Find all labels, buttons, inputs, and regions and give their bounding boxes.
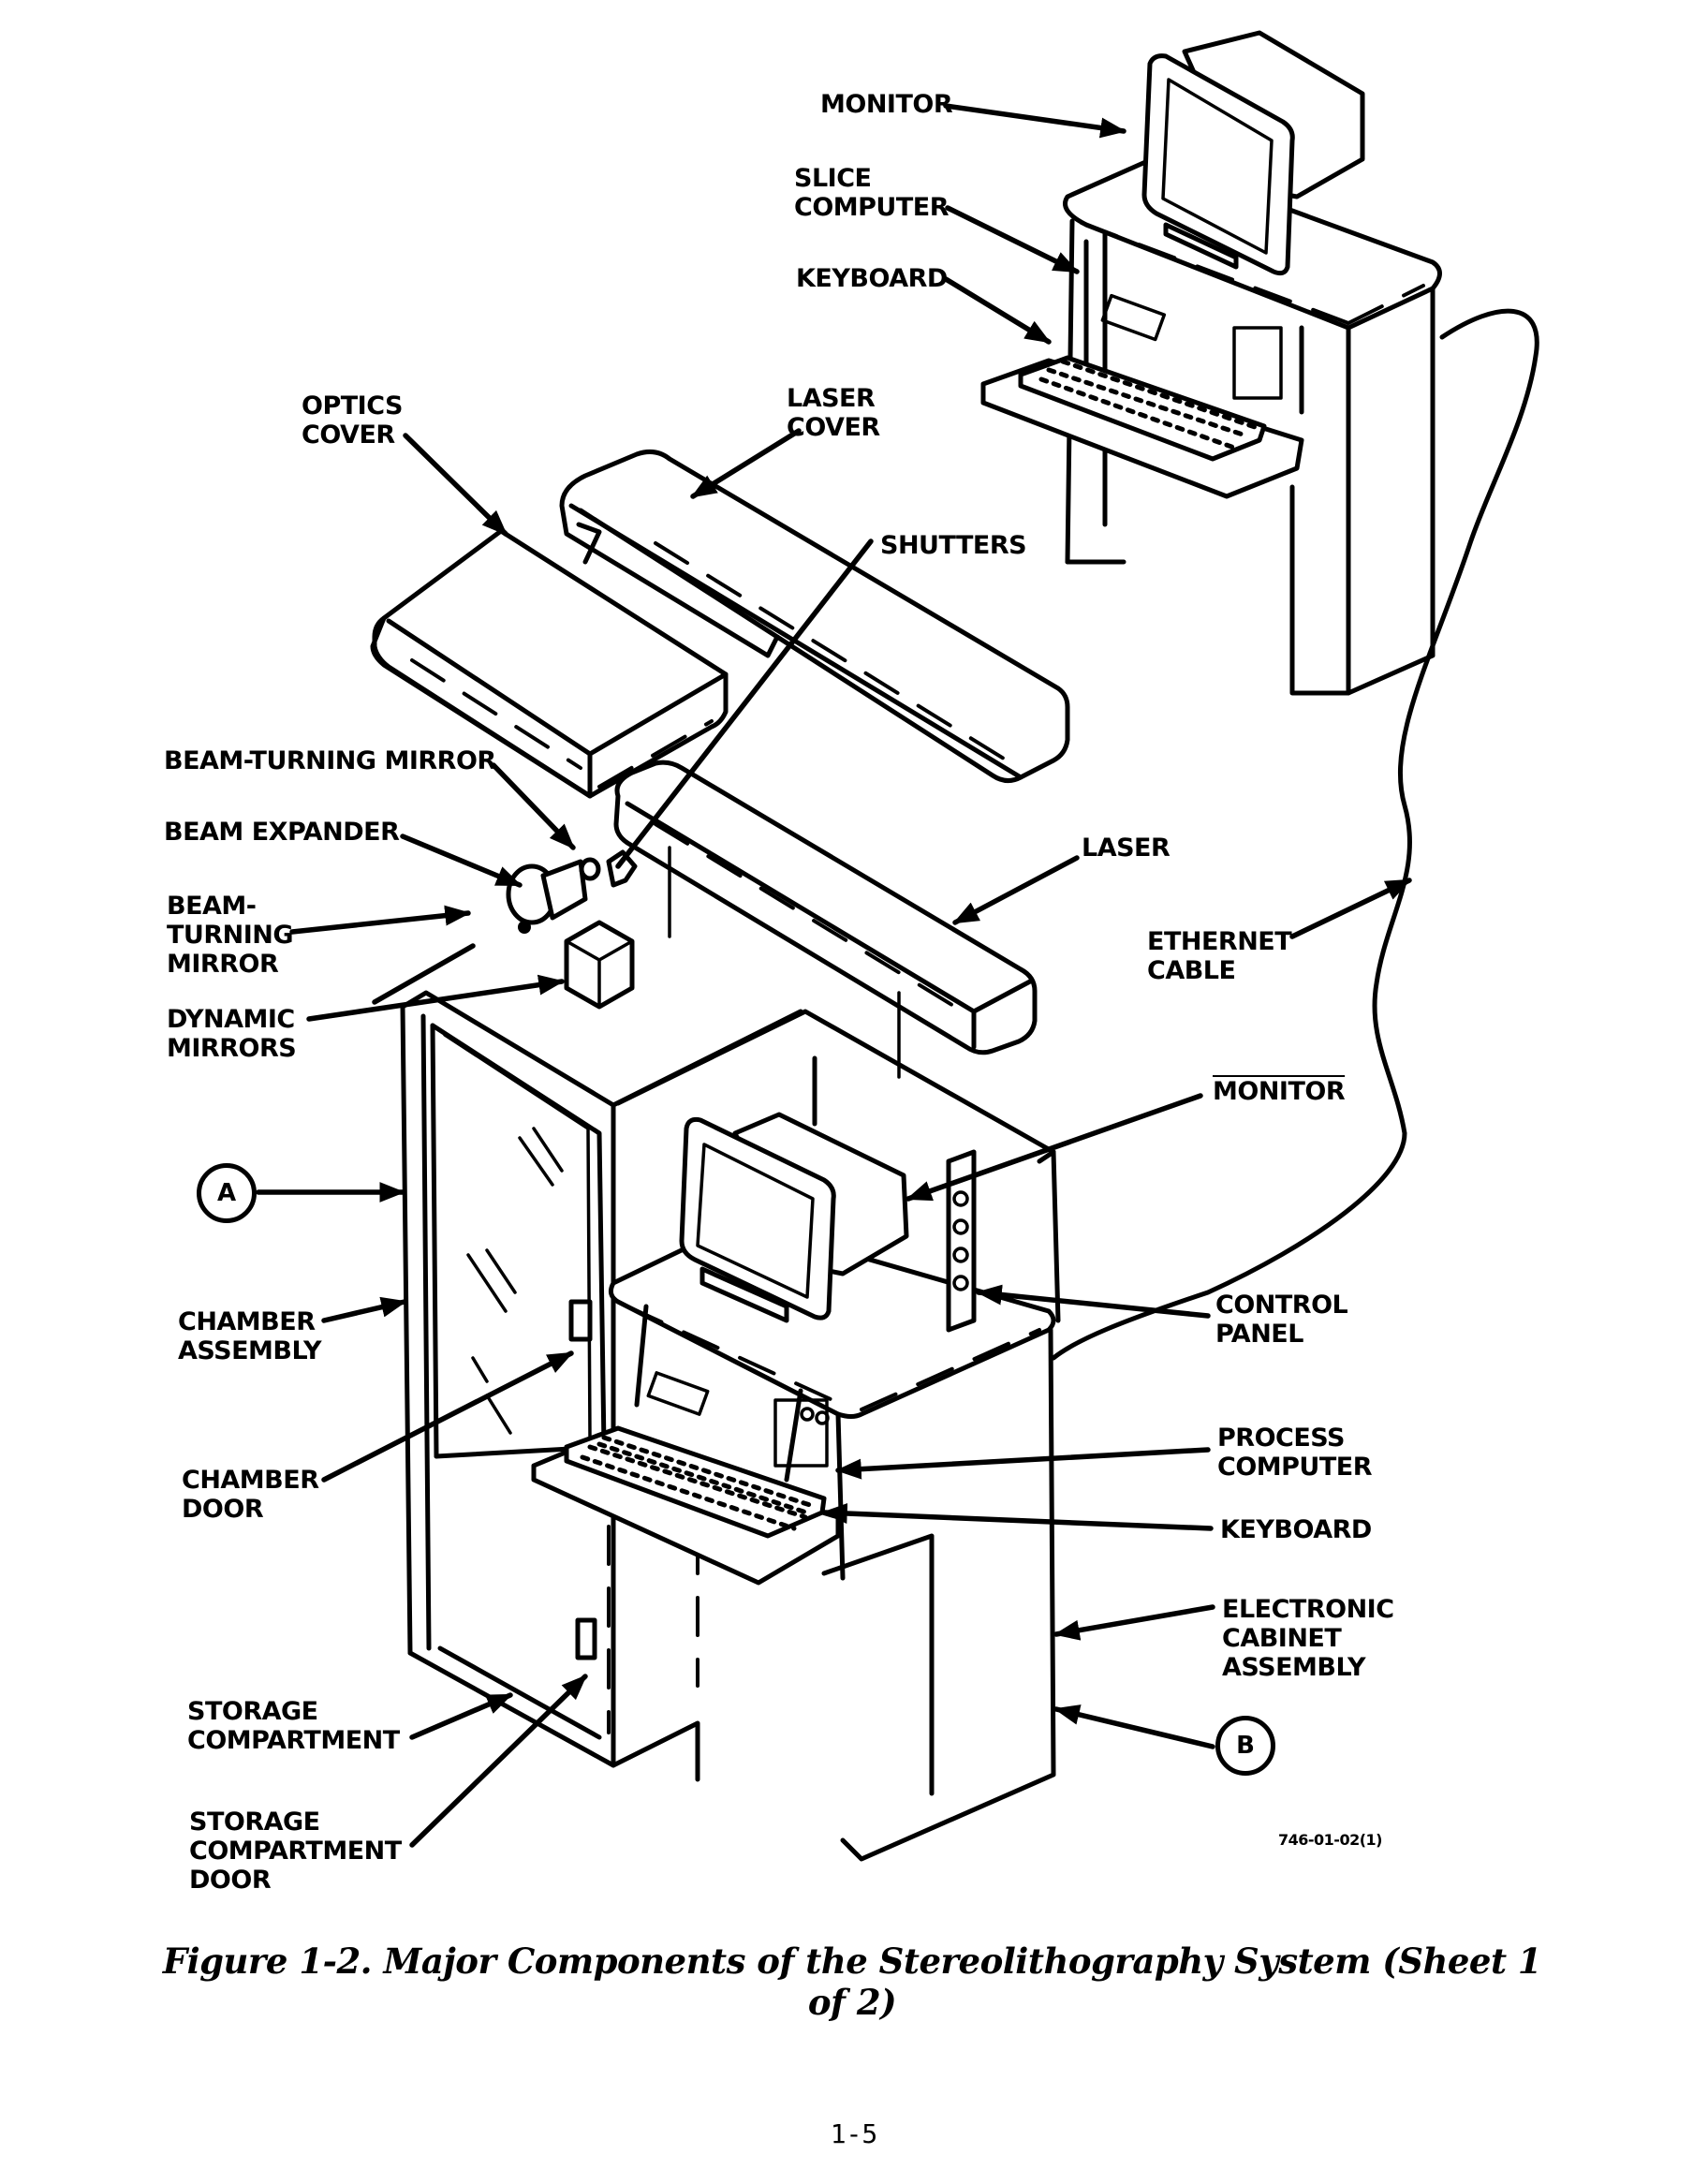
label-beam-turning-mirror-left: BEAM- TURNING MIRROR: [167, 892, 293, 979]
chamber-door-frame: [433, 1025, 604, 1456]
leader-process-computer: [838, 1450, 1208, 1470]
callout-b: B: [1215, 1716, 1275, 1776]
label-chamber-assembly: CHAMBER ASSEMBLY: [178, 1307, 321, 1365]
label-monitor-process: MONITOR: [1213, 1077, 1345, 1106]
label-process-computer: PROCESS COMPUTER: [1217, 1424, 1372, 1482]
label-beam-expander: BEAM EXPANDER: [164, 818, 399, 847]
label-dynamic-mirrors: DYNAMIC MIRRORS: [167, 1005, 296, 1063]
leader-dynamic-mirrors-b: [309, 981, 562, 1019]
leader-optics-cover: [405, 435, 506, 534]
leader-chamber-assembly: [324, 1302, 405, 1321]
label-control-panel: CONTROL PANEL: [1215, 1291, 1347, 1349]
leader-electronic-cabinet: [1056, 1607, 1213, 1634]
leader-keyboard-top: [946, 279, 1049, 342]
slice-computer-workstation: [983, 33, 1440, 693]
label-storage-compartment-door: STORAGE COMPARTMENT DOOR: [189, 1808, 402, 1895]
chamber-door-handle: [571, 1302, 590, 1339]
slice-computer-disk-drives: [1234, 328, 1281, 398]
label-ethernet-cable: ETHERNET CABLE: [1147, 927, 1291, 985]
label-keyboard-process: KEYBOARD: [1220, 1515, 1372, 1544]
storage-compartment-door-handle: [578, 1620, 595, 1658]
leader-storage-compartment: [412, 1695, 510, 1737]
leader-slice-computer: [948, 208, 1077, 272]
beam-expander-part: [543, 862, 585, 918]
label-storage-compartment: STORAGE COMPARTMENT: [187, 1697, 400, 1755]
leader-beam-turning-mirror-left: [292, 913, 468, 932]
leader-laser: [955, 858, 1077, 922]
leader-laser-cover: [693, 431, 799, 496]
process-computer-disk-drives: [775, 1400, 827, 1466]
label-keyboard-slice: KEYBOARD: [796, 264, 948, 293]
shutter-part: [609, 852, 635, 885]
process-computer-drive-slot: [648, 1373, 707, 1414]
figure-caption: Figure 1-2. Major Components of the Ster…: [159, 1940, 1545, 2023]
label-laser: LASER: [1082, 834, 1170, 863]
slice-computer-drive-slot: [1102, 296, 1164, 340]
laser: [616, 762, 1035, 1053]
label-electronic-cabinet-assembly: ELECTRONIC CABINET ASSEMBLY: [1222, 1595, 1394, 1682]
drawing-reference-number: 746-01-02(1): [1278, 1831, 1382, 1849]
leader-callout-b: [1056, 1709, 1213, 1747]
callout-a: A: [197, 1163, 257, 1223]
label-laser-cover: LASER COVER: [787, 384, 880, 442]
leader-monitor-top: [946, 106, 1124, 131]
label-beam-turning-mirror-top: BEAM-TURNING MIRROR: [164, 746, 496, 775]
beam-optics-assembly: [508, 852, 635, 1007]
label-optics-cover: OPTICS COVER: [302, 391, 403, 450]
page-number: 1-5: [807, 2118, 901, 2149]
label-shutters: SHUTTERS: [880, 531, 1026, 560]
chamber-assembly: [403, 993, 1058, 1779]
label-monitor-slice: MONITOR: [820, 90, 952, 119]
leader-keyboard-process: [824, 1512, 1211, 1528]
leader-chamber-door: [324, 1353, 571, 1480]
label-slice-computer: SLICE COMPUTER: [794, 164, 949, 222]
leader-beam-expander: [403, 836, 520, 885]
label-chamber-door: CHAMBER DOOR: [182, 1466, 319, 1524]
